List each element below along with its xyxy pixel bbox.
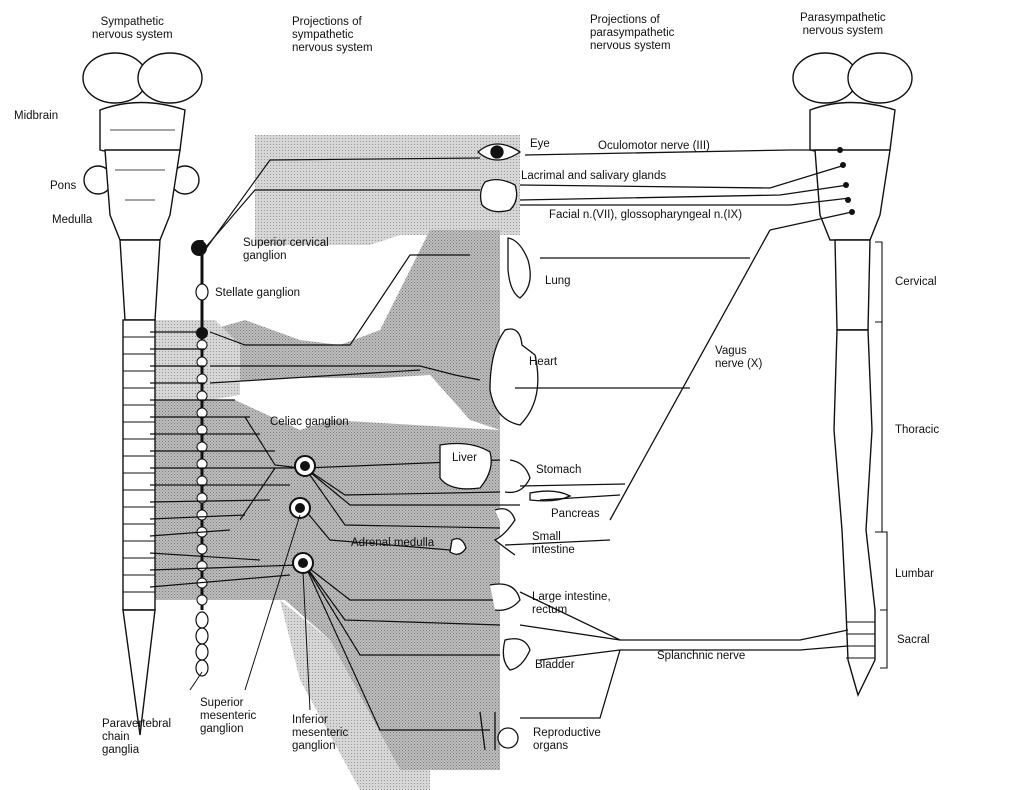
lumbar-label: Lumbar [895,568,934,580]
paravertebral-chain-ganglia-label: Paravertebral chain ganglia [102,718,172,756]
paravertebral-chain [191,240,209,677]
right-spinal-cord [833,147,876,697]
adrenal-medulla-label: Adrenal medulla [351,537,435,549]
sympathetic-system-heading: Sympathetic nervous system [92,16,173,41]
splanchnic-nerve-label: Splanchnic nerve [657,650,746,662]
lung-label: Lung [545,275,571,287]
superior-mesenteric-ganglion-label: Superior mesenteric ganglion [200,697,257,735]
left-brainstem [82,52,203,321]
oculomotor-nerve-label: Oculomotor nerve (III) [598,140,710,152]
small-intestine-label: Small intestine [532,531,575,556]
cervical-label: Cervical [895,276,937,288]
spinal-region-brackets [875,241,888,669]
midbrain-label: Midbrain [14,110,59,122]
pons-label: Pons [50,180,77,192]
thoracic-label: Thoracic [895,424,940,436]
leader-lines [189,514,311,711]
right-brainstem [792,52,913,331]
celiac-ganglion-label: Celiac ganglion [270,416,349,428]
facial-glossopharyngeal-label: Facial n.(VII), glossopharyngeal n.(IX) [549,209,743,221]
liver-label: Liver [452,452,477,464]
lacrimal-salivary-label: Lacrimal and salivary glands [521,170,667,182]
large-intestine-label: Large intestine, rectum [532,591,611,616]
bladder-label: Bladder [535,659,575,671]
left-spinal-cord [122,319,156,736]
sacral-label: Sacral [897,634,930,646]
parasympathetic-system-heading: Parasympathetic nervous system [800,12,886,37]
sympathetic-projections-heading: Projections of sympathetic nervous syste… [292,16,373,54]
sympathetic-preganglionic-fibres [149,157,520,731]
eye-label: Eye [530,138,550,150]
parasympathetic-fibres [504,149,853,719]
vagus-nerve-label: Vagus nerve (X) [715,345,763,370]
superior-cervical-ganglion-label: Superior cervical ganglion [243,237,329,262]
stellate-ganglion-label: Stellate ganglion [215,287,301,299]
pancreas-label: Pancreas [551,508,600,520]
parasympathetic-projections-heading: Projections of parasympathetic nervous s… [590,14,675,52]
medulla-label: Medulla [52,214,93,226]
heart-label: Heart [529,356,558,368]
stomach-label: Stomach [536,464,582,476]
reproductive-organs-label: Reproductive organs [533,727,601,752]
inferior-mesenteric-ganglion-label: Inferior mesenteric ganglion [292,714,349,752]
organs [439,143,572,751]
